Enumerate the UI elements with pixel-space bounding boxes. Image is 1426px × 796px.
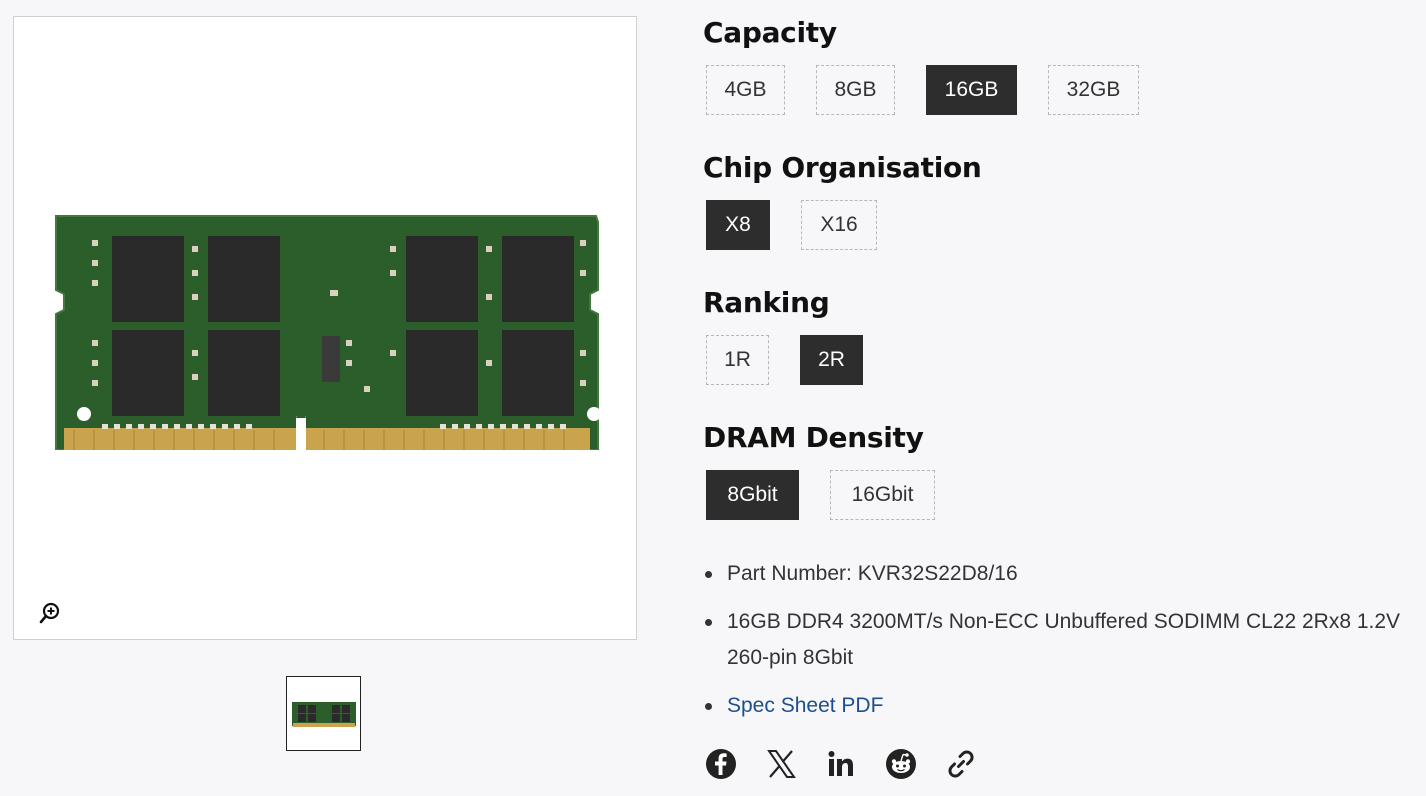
chip-option-x8[interactable]: X8 [706, 200, 770, 250]
chip-organisation-title: Chip Organisation [703, 151, 982, 184]
product-image-frame[interactable] [13, 16, 637, 640]
thumbnail-ram-module[interactable] [286, 676, 361, 751]
ram-module-image [55, 215, 600, 450]
chip-option-x16[interactable]: X16 [801, 200, 877, 250]
density-option-16gbit[interactable]: 16Gbit [830, 470, 935, 520]
dram-density-title: DRAM Density [703, 421, 924, 454]
capacity-option-16gb[interactable]: 16GB [926, 65, 1017, 115]
share-bar [705, 748, 1005, 784]
capacity-option-4gb[interactable]: 4GB [706, 65, 785, 115]
spec-description: 16GB DDR4 3200MT/s Non-ECC Unbuffered SO… [703, 604, 1418, 676]
ranking-options: 1R 2R [706, 335, 894, 385]
ranking-option-1r[interactable]: 1R [706, 335, 769, 385]
linkedin-icon[interactable] [825, 748, 885, 784]
chip-organisation-options: X8 X16 [706, 200, 908, 250]
product-specs-list: Part Number: KVR32S22D8/16 16GB DDR4 320… [703, 556, 1418, 736]
ranking-option-2r[interactable]: 2R [800, 335, 863, 385]
dram-density-options: 8Gbit 16Gbit [706, 470, 966, 520]
x-icon[interactable] [765, 748, 825, 784]
ram-module-thumbnail [291, 701, 356, 727]
capacity-option-32gb[interactable]: 32GB [1048, 65, 1139, 115]
capacity-option-8gb[interactable]: 8GB [816, 65, 895, 115]
capacity-title: Capacity [703, 16, 837, 49]
reddit-icon[interactable] [885, 748, 945, 784]
zoom-in-icon[interactable] [38, 601, 62, 625]
link-icon[interactable] [945, 748, 1005, 784]
facebook-icon[interactable] [705, 748, 765, 784]
spec-part-number: Part Number: KVR32S22D8/16 [703, 556, 1418, 592]
density-option-8gbit[interactable]: 8Gbit [706, 470, 799, 520]
ranking-title: Ranking [703, 286, 830, 319]
spec-sheet-link[interactable]: Spec Sheet PDF [727, 694, 884, 717]
spec-sheet-item: Spec Sheet PDF [703, 688, 1418, 724]
capacity-options: 4GB 8GB 16GB 32GB [706, 65, 1170, 115]
